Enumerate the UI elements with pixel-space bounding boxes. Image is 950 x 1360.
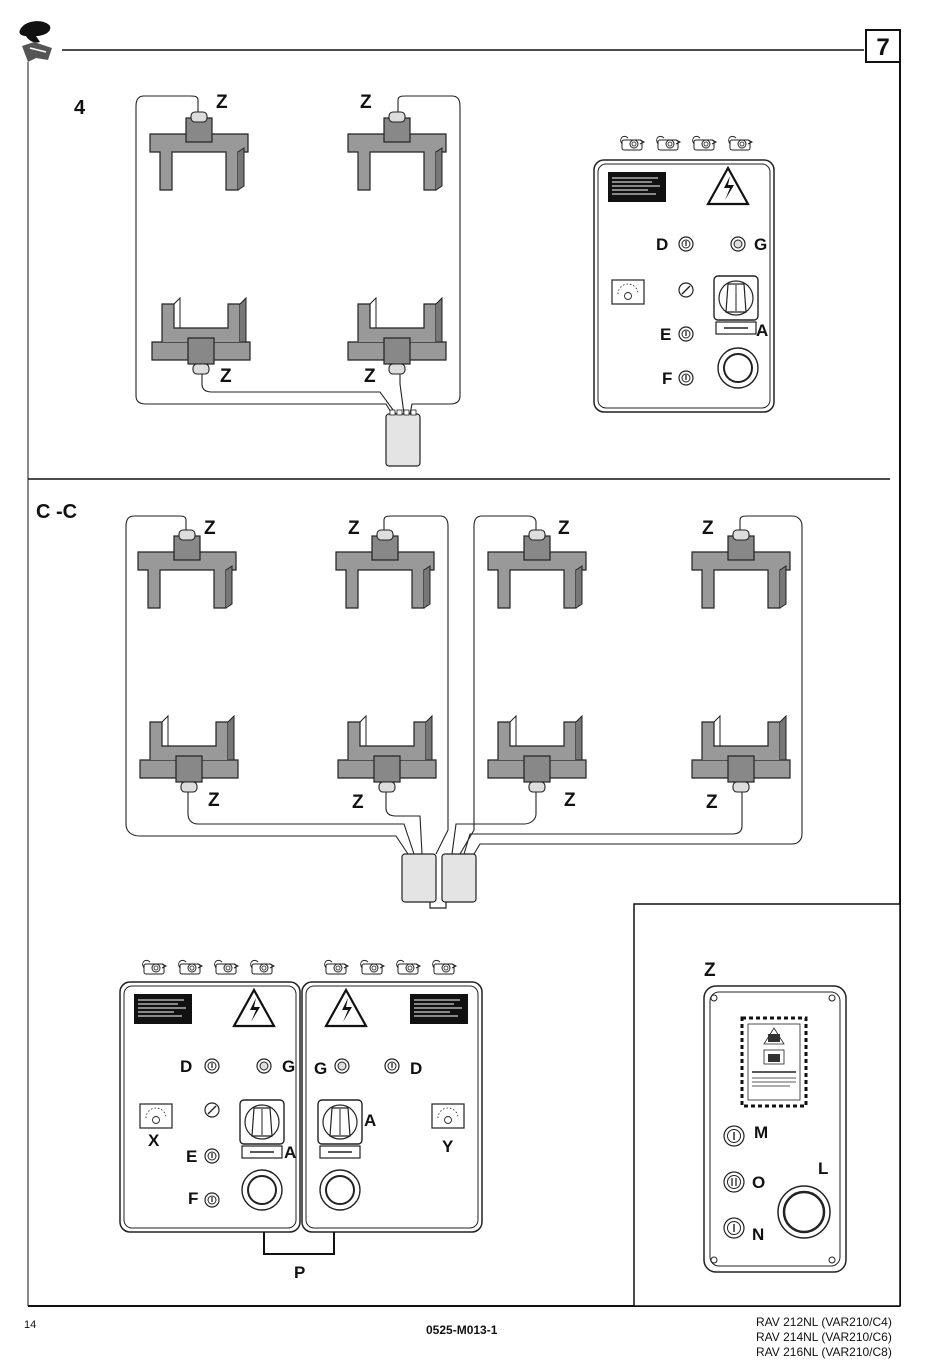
label-p: P xyxy=(294,1263,305,1282)
control-panel-right xyxy=(302,960,482,1232)
footer-model-1: RAV 212NL (VAR210/C4) xyxy=(756,1315,892,1329)
control-panel xyxy=(594,136,774,412)
label-m: M xyxy=(754,1123,768,1142)
label-g: G xyxy=(314,1059,327,1078)
label-f: F xyxy=(188,1189,198,1208)
inset-label-z: Z xyxy=(704,960,716,981)
label-a: A xyxy=(284,1143,296,1162)
label-g: G xyxy=(754,235,767,254)
sensor-label: Z xyxy=(352,792,364,813)
junction-box xyxy=(386,414,420,466)
label-d: D xyxy=(180,1057,192,1076)
page-badge: 7 xyxy=(876,34,889,61)
label-a: A xyxy=(756,321,768,340)
logo-icon xyxy=(19,21,52,62)
sensor-label: Z xyxy=(564,790,576,811)
footer-page-number: 14 xyxy=(24,1319,36,1331)
label-x: X xyxy=(148,1131,160,1150)
lift-column-top-4 xyxy=(692,530,790,608)
sensor-label: Z xyxy=(348,518,360,539)
label-g: G xyxy=(282,1057,295,1076)
lift-column-top-right xyxy=(348,112,446,190)
sensor-label: Z xyxy=(208,790,220,811)
control-panel-left xyxy=(120,960,300,1232)
sensor-label: Z xyxy=(204,518,216,539)
lift-column-top-1 xyxy=(138,530,236,608)
label-a: A xyxy=(364,1111,376,1130)
label-d: D xyxy=(410,1059,422,1078)
sensor-label: Z xyxy=(364,366,376,387)
lift-column-top-2 xyxy=(336,530,434,608)
lift-column-bottom-4 xyxy=(692,716,790,792)
label-e: E xyxy=(660,325,671,344)
label-e: E xyxy=(186,1147,197,1166)
sensor-label: Z xyxy=(360,92,372,113)
footer-model-3: RAV 216NL (VAR210/C8) xyxy=(756,1345,892,1359)
label-n: N xyxy=(752,1225,764,1244)
label-o: O xyxy=(752,1173,765,1192)
sensor-label: Z xyxy=(706,792,718,813)
junction-box-right xyxy=(442,854,476,902)
junction-box-left xyxy=(402,854,436,902)
lift-column-top-left xyxy=(150,112,248,190)
sensor-label: Z xyxy=(558,518,570,539)
label-d: D xyxy=(656,235,668,254)
lift-column-top-3 xyxy=(488,530,586,608)
sensor-label: Z xyxy=(216,92,228,113)
lift-column-bottom-left xyxy=(152,298,250,374)
lift-column-bottom-2 xyxy=(338,716,436,792)
footer-model-2: RAV 214NL (VAR210/C6) xyxy=(756,1330,892,1344)
label-l: L xyxy=(818,1159,828,1178)
section-label-4: 4 xyxy=(74,97,86,119)
footer-doc-code: 0525-M013-1 xyxy=(426,1323,498,1337)
section-label-cc: C -C xyxy=(36,501,77,523)
sensor-label: Z xyxy=(220,366,232,387)
sensor-control-unit xyxy=(704,986,846,1272)
label-f: F xyxy=(662,369,672,388)
link-cable xyxy=(264,1232,334,1254)
lift-column-bottom-3 xyxy=(488,716,586,792)
lift-column-bottom-1 xyxy=(140,716,238,792)
lift-column-bottom-right xyxy=(348,298,446,374)
sensor-label: Z xyxy=(702,518,714,539)
label-y: Y xyxy=(442,1137,454,1156)
